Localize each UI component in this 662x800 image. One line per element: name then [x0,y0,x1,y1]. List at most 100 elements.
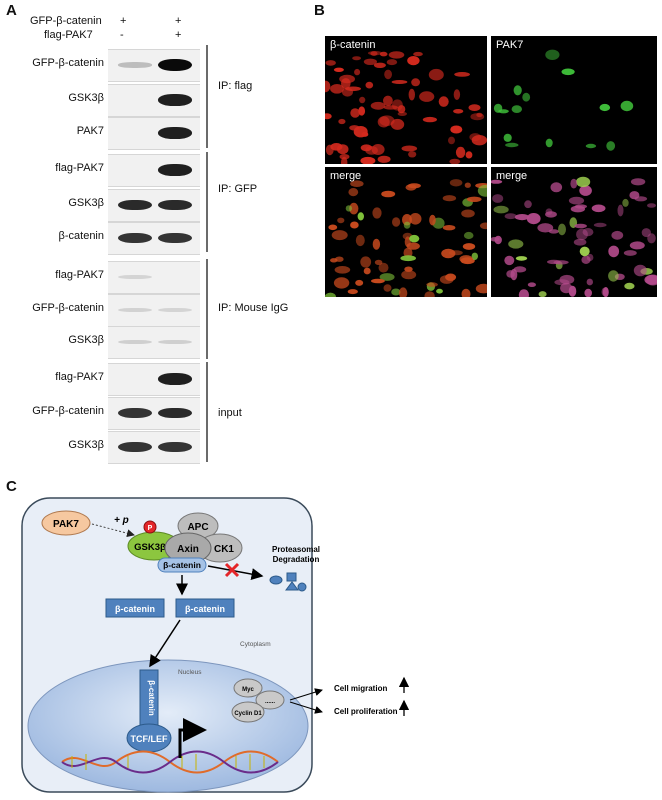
panel-a-letter: A [6,2,17,19]
blot-band [158,407,192,419]
proteasomal-label-1: Proteasomal [272,545,320,554]
cell-blob [465,151,473,159]
cell-blob [341,156,348,164]
tcf-lef-label: TCF/LEF [131,734,168,744]
blot-band [158,127,192,139]
cell-blob [361,131,369,137]
cell-blob [591,204,606,213]
cell-blob [384,69,392,80]
cell-blob [407,56,420,66]
cell-blob [511,105,522,113]
cell-blob [624,282,635,290]
blot-band [118,62,152,68]
blot-band [158,307,192,313]
cell-blob [471,252,478,260]
cell-blob [442,225,456,231]
cell-blob [445,273,457,281]
cell-blob [493,205,509,214]
cell-blob [608,245,620,258]
cell-blob [392,217,401,227]
blot-row-label: PAK7 [76,125,104,137]
group-label: IP: Mouse IgG [218,302,289,314]
cell-blob [599,103,611,112]
myc-node [233,678,263,698]
cyclin-label: Cyclin D1 [234,711,262,717]
blot-row-label: β-catenin [58,230,104,242]
cell-blob [426,282,438,287]
cell-blob [513,266,527,273]
lane2-sign: + [175,15,182,27]
blot-band [118,407,152,419]
cell-blob [553,260,569,265]
cell-blob [363,58,377,65]
cell-blob [453,109,464,114]
group-label: IP: GFP [218,183,258,195]
cell-blob [372,207,382,219]
cell-blob [422,116,437,123]
cell-blob [424,291,435,297]
cell-blob [491,179,503,184]
cell-blob [461,209,475,218]
cell-blob [349,125,360,131]
cell-blob [341,78,351,89]
micrograph-merge-dapi: merge [491,167,657,297]
blot-row-label: GSK3β [68,334,104,346]
group-bracket [206,362,208,462]
cell-blob [581,255,591,264]
cell-blob [538,291,547,297]
cell-blob [401,270,417,280]
cell-blob [453,89,461,100]
cell-blob [402,214,412,226]
cell-blob [514,214,530,221]
migration-arrow [289,688,323,701]
migration-label: Cell migration [334,684,387,693]
cell-blob [545,211,557,218]
micrograph-cells [493,49,634,151]
cell-blob [576,176,591,188]
cell-blob [355,279,364,286]
blot-row-label: flag-PAK7 [55,269,104,281]
micrograph-cells [325,179,487,297]
blot-band [158,164,192,176]
cell-blob [493,103,503,113]
translocation-arrow [149,619,181,668]
cell-blob [429,214,436,226]
cell-blob [450,125,463,134]
cell-blob [545,138,553,148]
degradation-fragments-icon [269,572,307,592]
wnt-pathway-diagram: PAK7 + p APC CK1 GSK3β Axin P β-catenin … [21,497,410,793]
cell-blob [347,289,358,295]
cell-blob [515,256,528,261]
cell-blob [584,288,592,297]
cell-blob [442,195,457,202]
blot-strip [108,154,200,187]
cell-blob [454,72,470,77]
cell-blob [345,86,361,92]
gsk3b-label: GSK3β [134,542,166,553]
cell-blob [629,241,645,250]
cell-blob [476,112,483,118]
cell-blob [354,68,361,76]
nucleus-label: Nucleus [178,669,202,676]
panel-c-letter: C [6,478,17,495]
blot-row-label: GFP-β-catenin [32,57,104,69]
blot-band [118,441,152,453]
dots-label: ...... [265,699,275,705]
blot-row-label: GSK3β [68,92,104,104]
cell-blob [436,288,443,294]
phospho-arrow [91,523,135,538]
cell-blob [379,115,395,126]
cell-blob [373,62,386,68]
cell-blob [550,182,563,193]
cell-blob [524,200,532,209]
cell-blob [350,180,364,187]
cell-blob [391,288,401,296]
cell-blob [526,213,541,225]
cytoplasm-label: Cytoplasm [240,641,271,648]
pak7-label: PAK7 [53,519,79,530]
cell-blob [606,141,616,151]
blot-row-label: GSK3β [68,439,104,451]
condition-label: GFP-β-catenin [30,15,102,27]
blot-row-label: GFP-β-catenin [32,405,104,417]
group-bracket [206,152,208,252]
